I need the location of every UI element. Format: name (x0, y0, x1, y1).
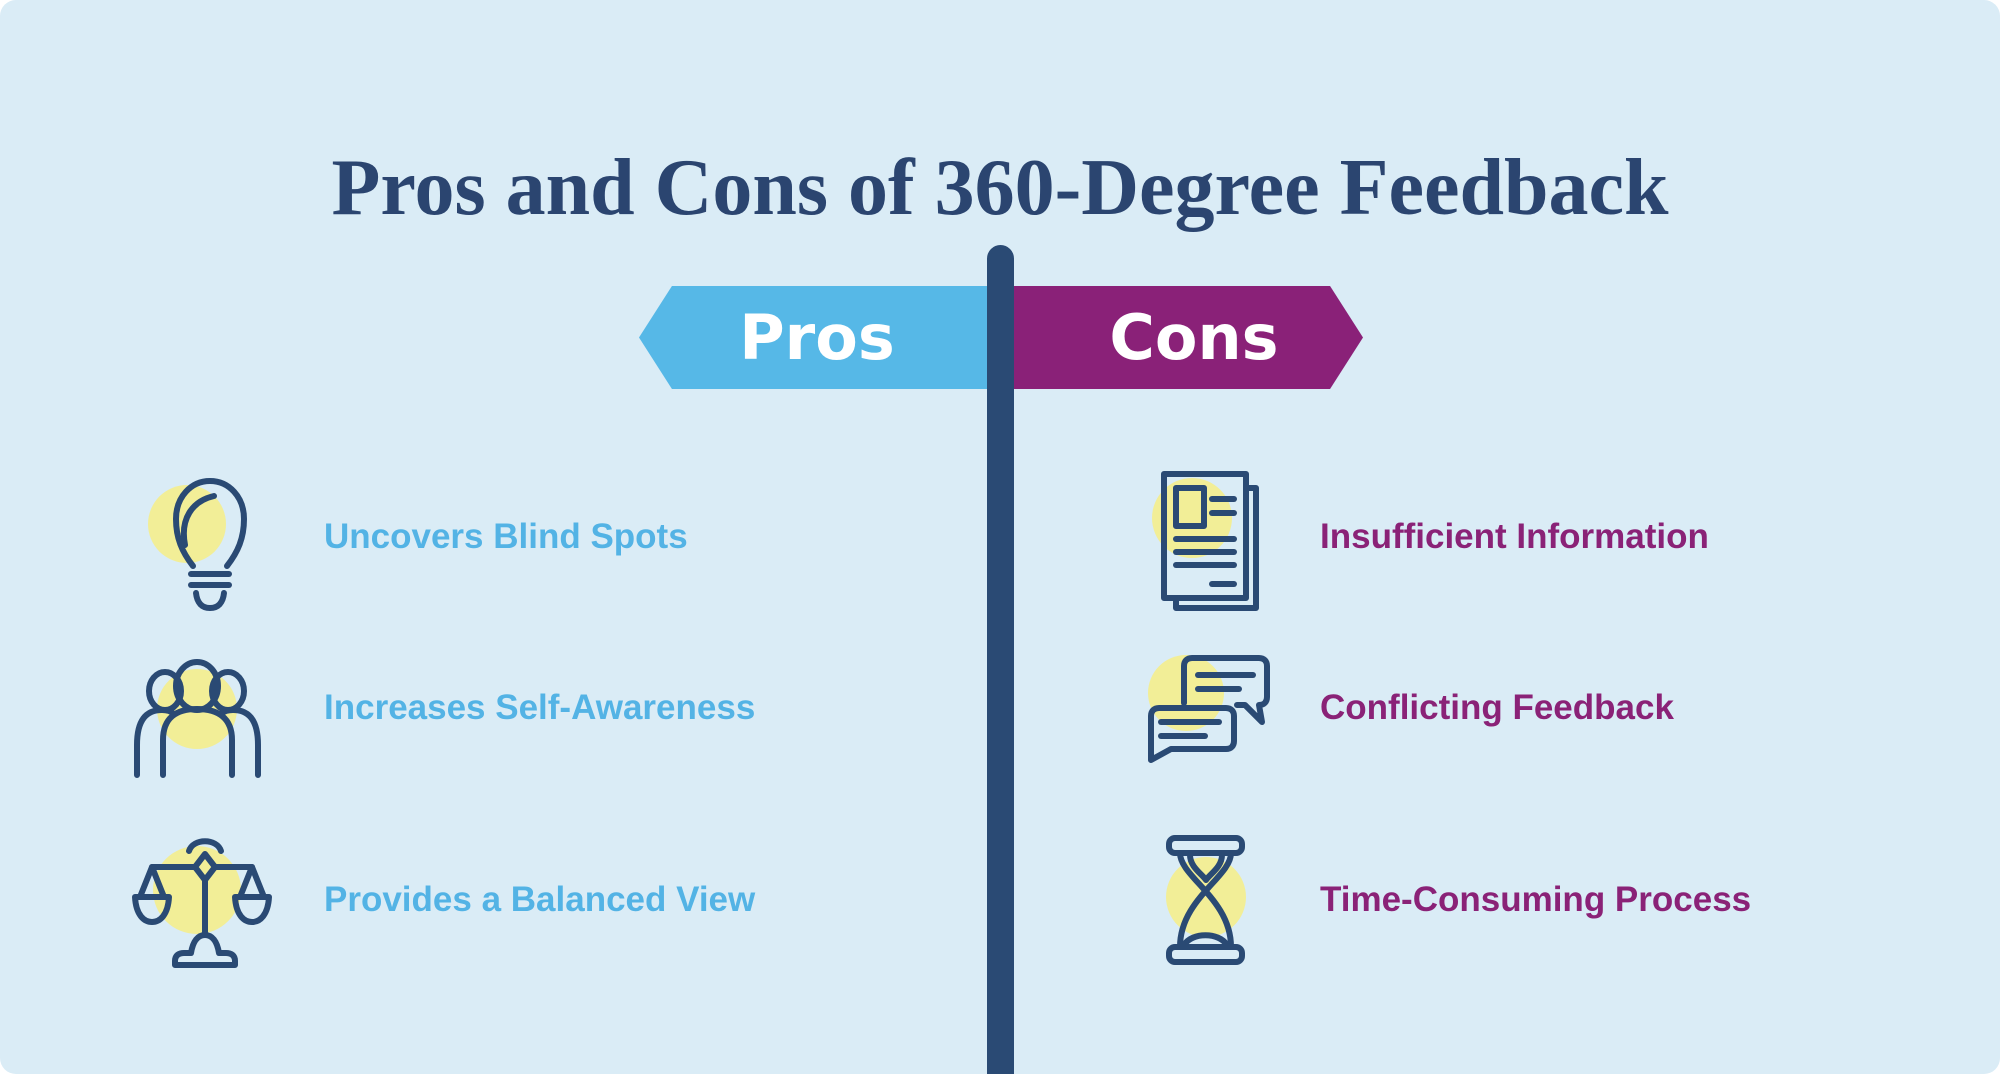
icon-halo (1166, 857, 1246, 937)
hourglass-icon (1140, 825, 1290, 975)
cons-sign-label: Cons (1109, 301, 1279, 374)
pros-sign-label: Pros (739, 301, 895, 374)
people-group-icon (130, 633, 280, 783)
con-item-insufficient-info: Insufficient Information (1140, 462, 1709, 612)
pro-item-balanced-view: Provides a Balanced View (130, 825, 755, 975)
pro-item-blind-spots: Uncovers Blind Spots (130, 462, 688, 612)
balance-scale-icon (130, 825, 280, 975)
con-item-conflicting-feedback: Conflicting Feedback (1140, 633, 1674, 783)
page-title: Pros and Cons of 360-Degree Feedback (331, 143, 1669, 232)
con-item-label: Insufficient Information (1320, 517, 1709, 556)
pro-item-self-awareness: Increases Self-Awareness (130, 633, 755, 783)
con-item-time-consuming: Time-Consuming Process (1140, 825, 1751, 975)
pro-item-label: Increases Self-Awareness (324, 688, 756, 727)
con-item-label: Time-Consuming Process (1320, 880, 1752, 919)
pro-item-label: Provides a Balanced View (324, 880, 756, 919)
lightbulb-icon (130, 462, 280, 612)
con-item-label: Conflicting Feedback (1320, 688, 1674, 727)
report-document-icon (1140, 462, 1290, 612)
signpost-pole (987, 245, 1014, 1074)
pros-sign-arrow: Pros (639, 286, 1005, 389)
pro-item-label: Uncovers Blind Spots (324, 517, 688, 556)
cons-sign-arrow: Cons (997, 286, 1363, 389)
speech-bubbles-icon (1140, 633, 1290, 783)
